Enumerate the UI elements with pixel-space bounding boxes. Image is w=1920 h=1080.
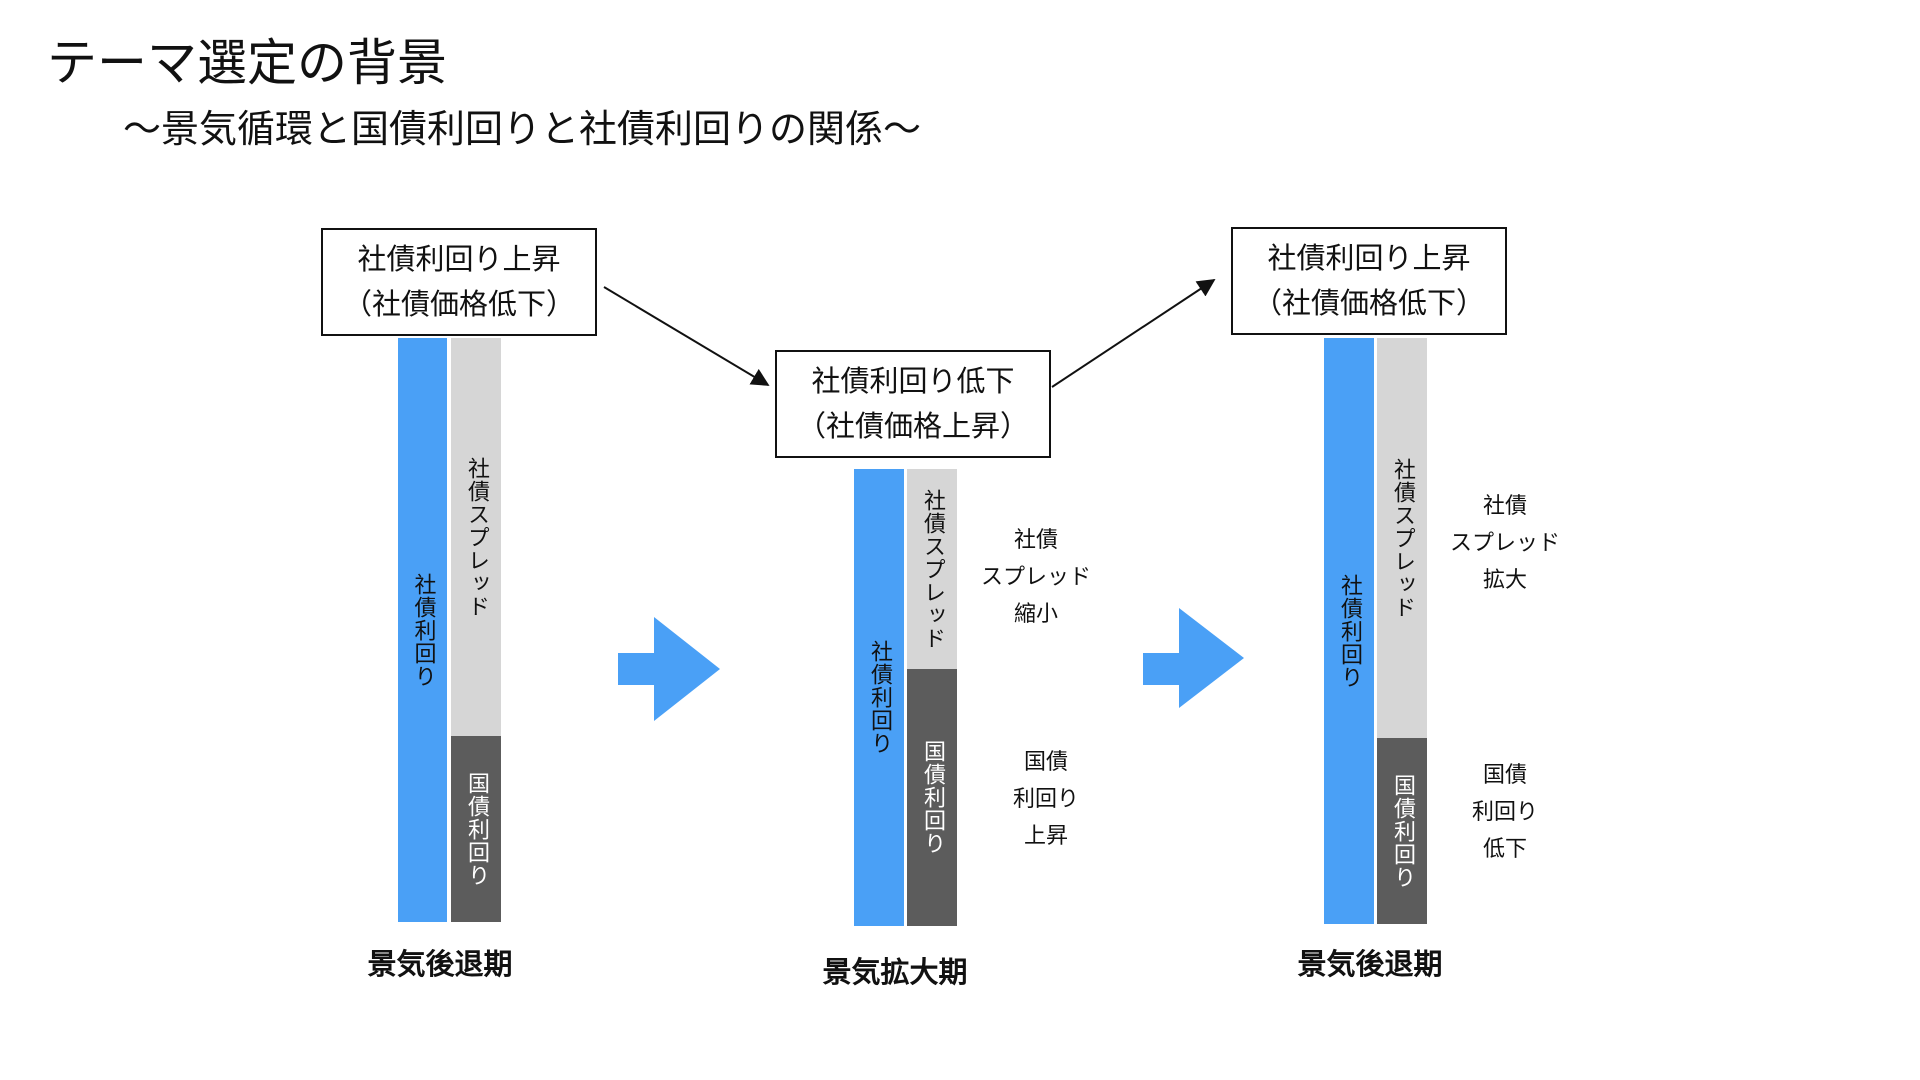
- phase3-spread-bar: 社債スプレッド: [1377, 338, 1427, 738]
- box-line-1: 社債利回り上昇: [1267, 241, 1471, 275]
- note-line: 上昇: [1023, 824, 1068, 849]
- phase1-spread-bar: 社債スプレッド: [451, 338, 501, 736]
- phase3-yield-box: 社債利回り上昇 （社債価格低下）: [1231, 227, 1507, 335]
- box-line-2: （社債価格低下）: [342, 287, 575, 321]
- phase3-label: 景気後退期: [1297, 947, 1443, 981]
- government-yield-label: 国債利回り: [920, 740, 945, 855]
- note-line: 拡大: [1482, 568, 1527, 593]
- spread-label: 社債スプレッド: [920, 488, 945, 650]
- government-yield-label: 国債利回り: [464, 771, 489, 887]
- note-line: 縮小: [1013, 602, 1058, 627]
- box-line-1: 社債利回り上昇: [357, 242, 561, 276]
- note-line: 社債: [1013, 528, 1058, 553]
- note-line: 利回り: [1471, 800, 1538, 825]
- phase3-spread-note: 社債 スプレッド 拡大: [1425, 488, 1585, 599]
- spread-label: 社債スプレッド: [1390, 457, 1415, 619]
- phase1-yield-box: 社債利回り上昇 （社債価格低下）: [321, 228, 597, 336]
- box-line-2: （社債価格上昇）: [796, 409, 1029, 443]
- corporate-yield-label: 社債利回り: [867, 640, 892, 755]
- transition-arrow-up: [1051, 279, 1216, 388]
- box-line-2: （社債価格低下）: [1252, 286, 1485, 320]
- note-line: スプレッド: [1449, 531, 1560, 556]
- phase2-spread-bar: 社債スプレッド: [907, 469, 957, 669]
- transition-arrow-down: [603, 286, 770, 386]
- note-line: 社債: [1482, 494, 1527, 519]
- note-line: 国債: [1023, 750, 1068, 775]
- note-line: 利回り: [1012, 787, 1079, 812]
- phase2-government-yield-bar: 国債利回り: [907, 669, 957, 926]
- note-line: スプレッド: [980, 565, 1091, 590]
- phase2-government-note: 国債 利回り 上昇: [966, 744, 1126, 855]
- corporate-yield-label: 社債利回り: [1337, 573, 1362, 689]
- phase2-label: 景気拡大期: [822, 955, 968, 989]
- right-arrow-icon: [1143, 608, 1244, 708]
- phase1-corporate-yield-bar: 社債利回り: [398, 338, 447, 922]
- government-yield-label: 国債利回り: [1390, 773, 1415, 889]
- phase1-government-yield-bar: 国債利回り: [451, 736, 501, 922]
- phase3-government-note: 国債 利回り 低下: [1425, 757, 1585, 868]
- spread-label: 社債スプレッド: [464, 456, 489, 618]
- right-arrow-icon: [618, 617, 720, 721]
- note-line: 国債: [1482, 763, 1527, 788]
- page-title: テーマ選定の背景: [47, 34, 447, 92]
- phase2-yield-box: 社債利回り低下 （社債価格上昇）: [775, 350, 1051, 458]
- note-line: 低下: [1482, 837, 1527, 862]
- page-subtitle: 〜景気循環と国債利回りと社債利回りの関係〜: [123, 107, 922, 151]
- phase3-government-yield-bar: 国債利回り: [1377, 738, 1427, 924]
- phase2-corporate-yield-bar: 社債利回り: [854, 469, 904, 926]
- phase3-corporate-yield-bar: 社債利回り: [1324, 338, 1374, 924]
- box-line-1: 社債利回り低下: [811, 364, 1015, 398]
- phase1-label: 景気後退期: [367, 947, 513, 981]
- phase2-spread-note: 社債 スプレッド 縮小: [956, 522, 1116, 633]
- corporate-yield-label: 社債利回り: [410, 572, 436, 688]
